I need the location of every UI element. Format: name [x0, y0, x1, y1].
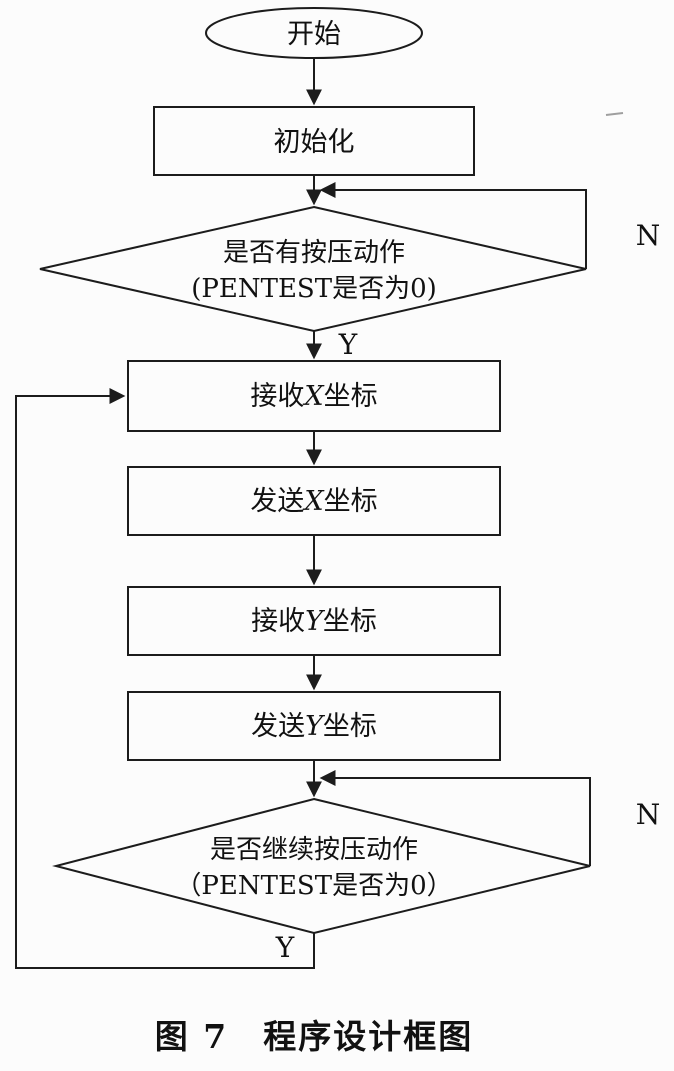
- loop-decision2-no: [319, 770, 591, 866]
- receive-x-label-pre: 接收: [250, 381, 304, 412]
- decision2-yes-label: Y: [275, 931, 295, 964]
- send-x-label-var: X: [302, 486, 325, 517]
- receive-x-label-post: 坐标: [324, 381, 378, 412]
- receive-x-label: 接收X坐标: [250, 381, 377, 412]
- decision1-diamond: [39, 205, 587, 333]
- send-y-label-post: 坐标: [323, 711, 377, 742]
- receive-y-label: 接收Y坐标: [251, 606, 377, 637]
- receive-x-label-var: X: [302, 381, 325, 412]
- send-x-label-pre: 发送: [250, 486, 304, 517]
- send-y-label: 发送Y坐标: [251, 711, 377, 742]
- receive-y-label-pre: 接收: [251, 606, 305, 637]
- loop-decision2-yes-to-receive-x: [15, 388, 315, 969]
- receive-y-label-post: 坐标: [323, 606, 377, 637]
- decision1-no-label: N: [636, 219, 661, 252]
- figure-caption: 图 7 程序设计框图: [155, 1017, 473, 1056]
- receive-y-label-var: Y: [305, 606, 325, 637]
- decision2-no-label: N: [636, 798, 661, 831]
- decision2-diamond: [52, 797, 591, 935]
- decision2-label-line1: 是否继续按压动作: [210, 835, 418, 865]
- send-y-label-var: Y: [305, 711, 325, 742]
- decision1-yes-label: Y: [338, 328, 358, 361]
- start-label: 开始: [287, 19, 341, 50]
- scan-artifact-mark: [605, 112, 624, 116]
- send-y-label-pre: 发送: [251, 711, 305, 742]
- decision2-label-line2: （PENTEST是否为0）: [175, 871, 452, 901]
- decision1-label-line1: 是否有按压动作: [223, 238, 405, 268]
- send-x-label: 发送X坐标: [250, 486, 377, 517]
- decision1-label-line2: (PENTEST是否为0): [191, 274, 437, 304]
- loop-decision1-no: [319, 182, 587, 269]
- send-x-label-post: 坐标: [324, 486, 378, 517]
- init-label: 初始化: [274, 127, 355, 158]
